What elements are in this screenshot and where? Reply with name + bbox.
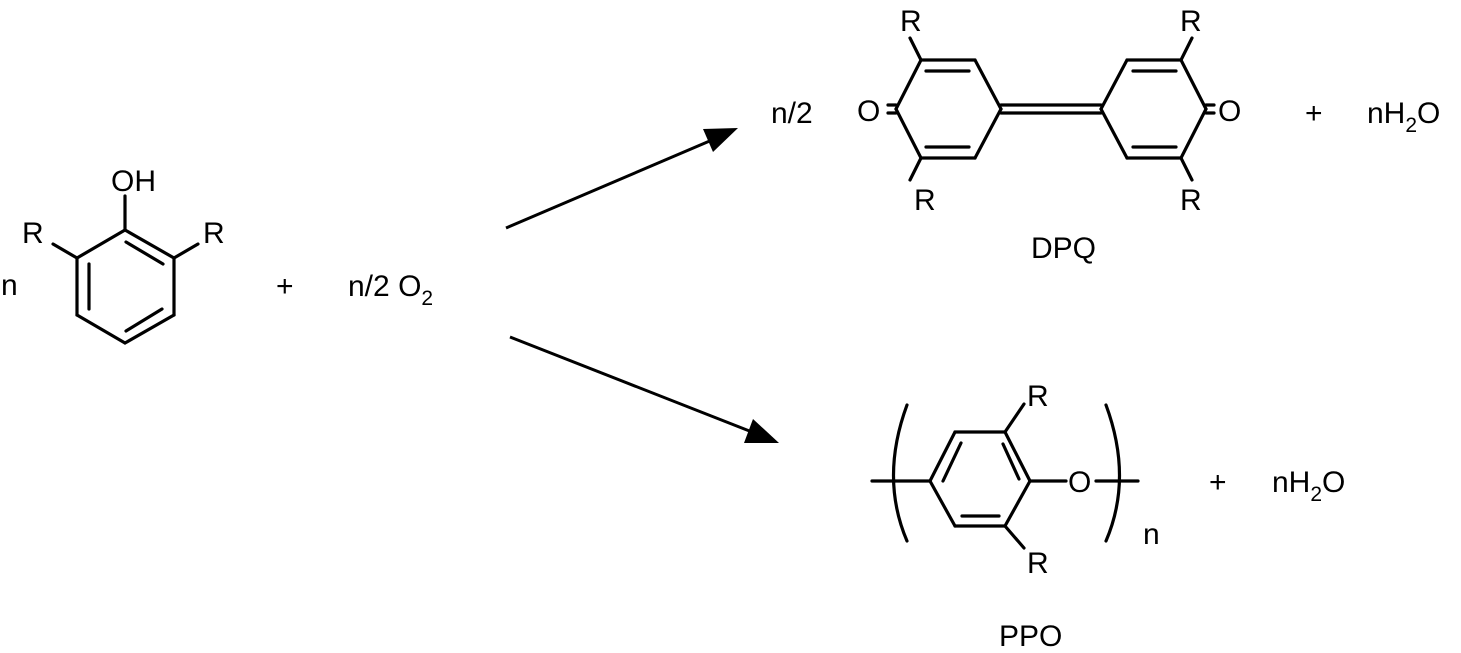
plus-sign-reactants: + [276, 270, 294, 303]
dpq-name-label: DPQ [1031, 232, 1096, 265]
dpq-left-ring-bond [894, 58, 923, 111]
ppo-left-bracket [891, 403, 909, 543]
ppo-r-top: R [1027, 380, 1049, 413]
dpq-right-ring-bond [1099, 107, 1129, 160]
dpq-left-ring-bond [973, 58, 1003, 111]
phenol-reactant: n OH R R [1, 165, 225, 345]
ppo-name-label: PPO [999, 620, 1062, 653]
dpq-r-bond [908, 36, 923, 62]
ppo-repeat-n: n [1143, 518, 1160, 551]
dpq-coefficient: n/2 [771, 97, 813, 130]
dpq-right-ring-bond [1099, 58, 1129, 111]
ppo-ring-bond [1003, 430, 1032, 483]
oxygen-formula: n/2 O2 [348, 270, 433, 310]
ppo-ring-bond [928, 430, 957, 483]
dpq-oxygen-left: O [857, 95, 880, 128]
ppo-double-bond [941, 441, 963, 483]
reactant-coefficient: n [1, 269, 18, 302]
dpq-r-bond [1179, 36, 1194, 62]
reactant-left-r: R [22, 217, 44, 250]
ppo-r-bond [1003, 524, 1026, 550]
ppo-water: nH2O [1272, 466, 1345, 506]
arrow-to-ppo [509, 335, 779, 443]
dpq-r-bottom-right: R [1180, 184, 1202, 217]
phenol-ring [75, 228, 176, 345]
dpq-left-ring-bond [973, 107, 1003, 160]
ppo-ring-bond [928, 479, 957, 528]
ppo-r-bond [1003, 402, 1026, 434]
dpq-product: n/2 O O R R R R DPQ + nH2O [771, 5, 1440, 265]
dpq-right-ring-bond [1179, 58, 1208, 111]
ppo-double-bond [1001, 442, 1021, 481]
dpq-r-bottom-left: R [914, 184, 936, 217]
arrow-to-dpq [505, 128, 738, 230]
dpq-oxygen-right: O [1218, 95, 1241, 128]
dpq-r-top-right: R [1180, 5, 1202, 38]
dpq-left-ring-bond [894, 107, 923, 160]
oxygen-reagent: n/2 O2 [348, 270, 433, 310]
dpq-r-top-left: R [900, 5, 922, 38]
right-r-bond [172, 242, 200, 260]
ppo-r-bottom: R [1027, 547, 1049, 580]
plus-sign-ppo: + [1209, 466, 1227, 499]
dpq-molecule [886, 36, 1216, 182]
ppo-right-bracket [1104, 403, 1122, 543]
ppo-ether-oxygen: O [1068, 466, 1091, 499]
reactant-right-r: R [203, 217, 225, 250]
ppo-ring-bond [1003, 479, 1032, 528]
dpq-r-bond [1179, 156, 1194, 182]
hydroxyl-label: OH [111, 165, 156, 198]
plus-sign-dpq: + [1305, 97, 1323, 130]
dpq-right-ring-bond [1179, 107, 1208, 160]
dpq-r-bond [908, 156, 923, 182]
dpq-water: nH2O [1367, 97, 1440, 137]
ppo-molecule [870, 402, 1140, 550]
left-r-bond [51, 242, 79, 260]
